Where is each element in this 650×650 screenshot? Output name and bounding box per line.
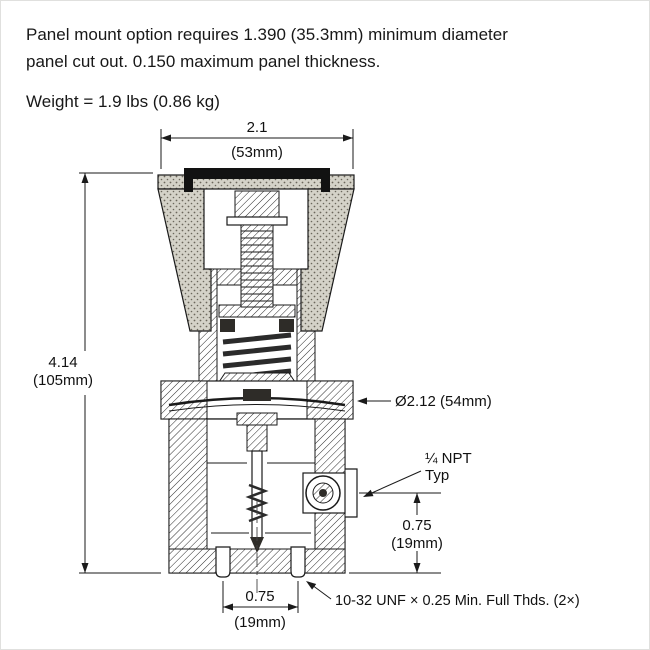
- weight-note: Weight = 1.9 lbs (0.86 kg): [26, 92, 220, 111]
- dim-top-width-in: 2.1: [247, 119, 268, 136]
- adjustment-knob: [157, 168, 355, 332]
- side-port: [302, 472, 346, 514]
- npt-label-line-1: ¼ NPT: [425, 450, 472, 467]
- npt-label-line-2: Typ: [425, 467, 449, 484]
- mounting-holes: [215, 546, 306, 578]
- dim-diameter-label: Ø2.12 (54mm): [395, 393, 492, 410]
- dim-top-width: 2.1 (53mm): [160, 119, 354, 169]
- threaded-stem: [226, 190, 288, 308]
- notes-section: Panel mount option requires 1.390 (35.3m…: [26, 21, 508, 115]
- dim-port-height-mm: (19mm): [391, 535, 443, 552]
- dim-port-height: 0.75 (19mm): [349, 492, 443, 574]
- dim-overall-height: 4.14 (105mm): [33, 172, 161, 574]
- dim-port-height-in: 0.75: [402, 517, 431, 534]
- range-spring: [216, 304, 298, 386]
- thread-note-label: 10-32 UNF × 0.25 Min. Full Thds. (2×): [335, 593, 580, 609]
- dim-hole-spacing-mm: (19mm): [234, 614, 286, 631]
- dim-hole-spacing-in: 0.75: [245, 588, 274, 605]
- dim-height-in: 4.14: [48, 354, 77, 371]
- dim-thread-note: 10-32 UNF × 0.25 Min. Full Thds. (2×): [306, 581, 580, 609]
- dim-body-diameter: Ø2.12 (54mm): [357, 393, 492, 410]
- panel-mount-cap: [184, 168, 330, 179]
- flange-diaphragm: [160, 380, 354, 420]
- dim-top-width-mm: (53mm): [231, 144, 283, 161]
- panel-note-line-1: Panel mount option requires 1.390 (35.3m…: [26, 25, 508, 44]
- panel-note-line-2: panel cut out. 0.150 maximum panel thick…: [26, 52, 381, 71]
- dim-height-mm: (105mm): [33, 372, 93, 389]
- dim-npt-port: ¼ NPT Typ: [363, 450, 472, 497]
- poppet-assembly: [207, 412, 315, 553]
- dim-hole-spacing: 0.75 (19mm): [222, 581, 299, 631]
